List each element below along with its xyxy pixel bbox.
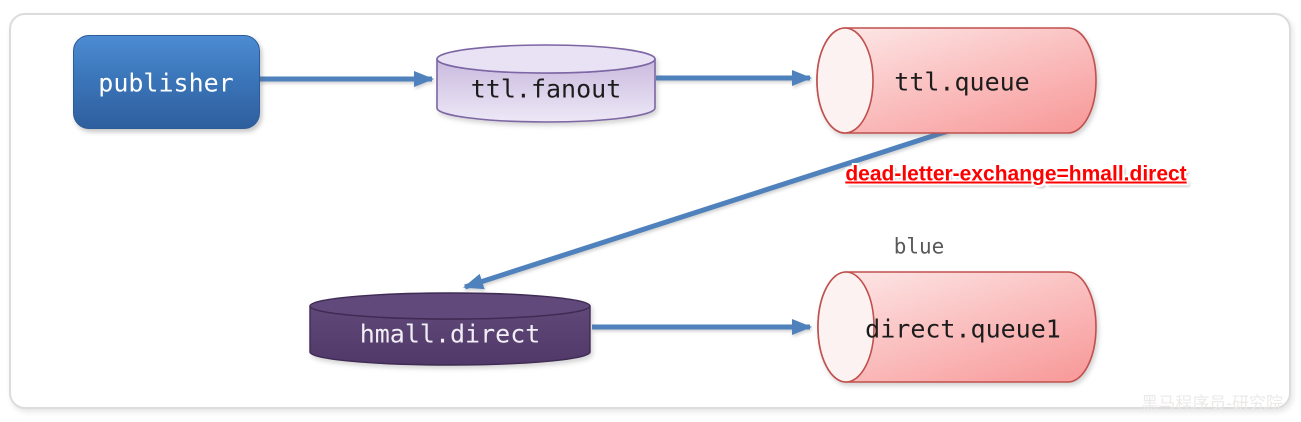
ttl-queue-label: ttl.queue	[894, 67, 1030, 97]
dead-letter-exchange-annotation: dead-letter-exchange=hmall.direct	[845, 162, 1187, 186]
hmall-direct-exchange-shape	[309, 292, 591, 366]
publisher-label: publisher	[98, 68, 234, 98]
routing-key-label: blue	[893, 234, 945, 259]
direct-queue1-label: direct.queue1	[865, 314, 1061, 344]
edge-ttl-queue-to-hmall-direct	[463, 128, 949, 290]
hmall-direct-label: hmall.direct	[359, 319, 541, 349]
direct-queue1-shape	[817, 271, 1097, 383]
publisher-node	[73, 35, 260, 129]
ttl-queue-shape	[816, 27, 1097, 134]
ttl-fanout-label: ttl.fanout	[470, 74, 622, 104]
ttl-fanout-exchange-shape	[436, 44, 656, 123]
watermark-text: 黑马程序员-研究院	[1141, 394, 1283, 414]
